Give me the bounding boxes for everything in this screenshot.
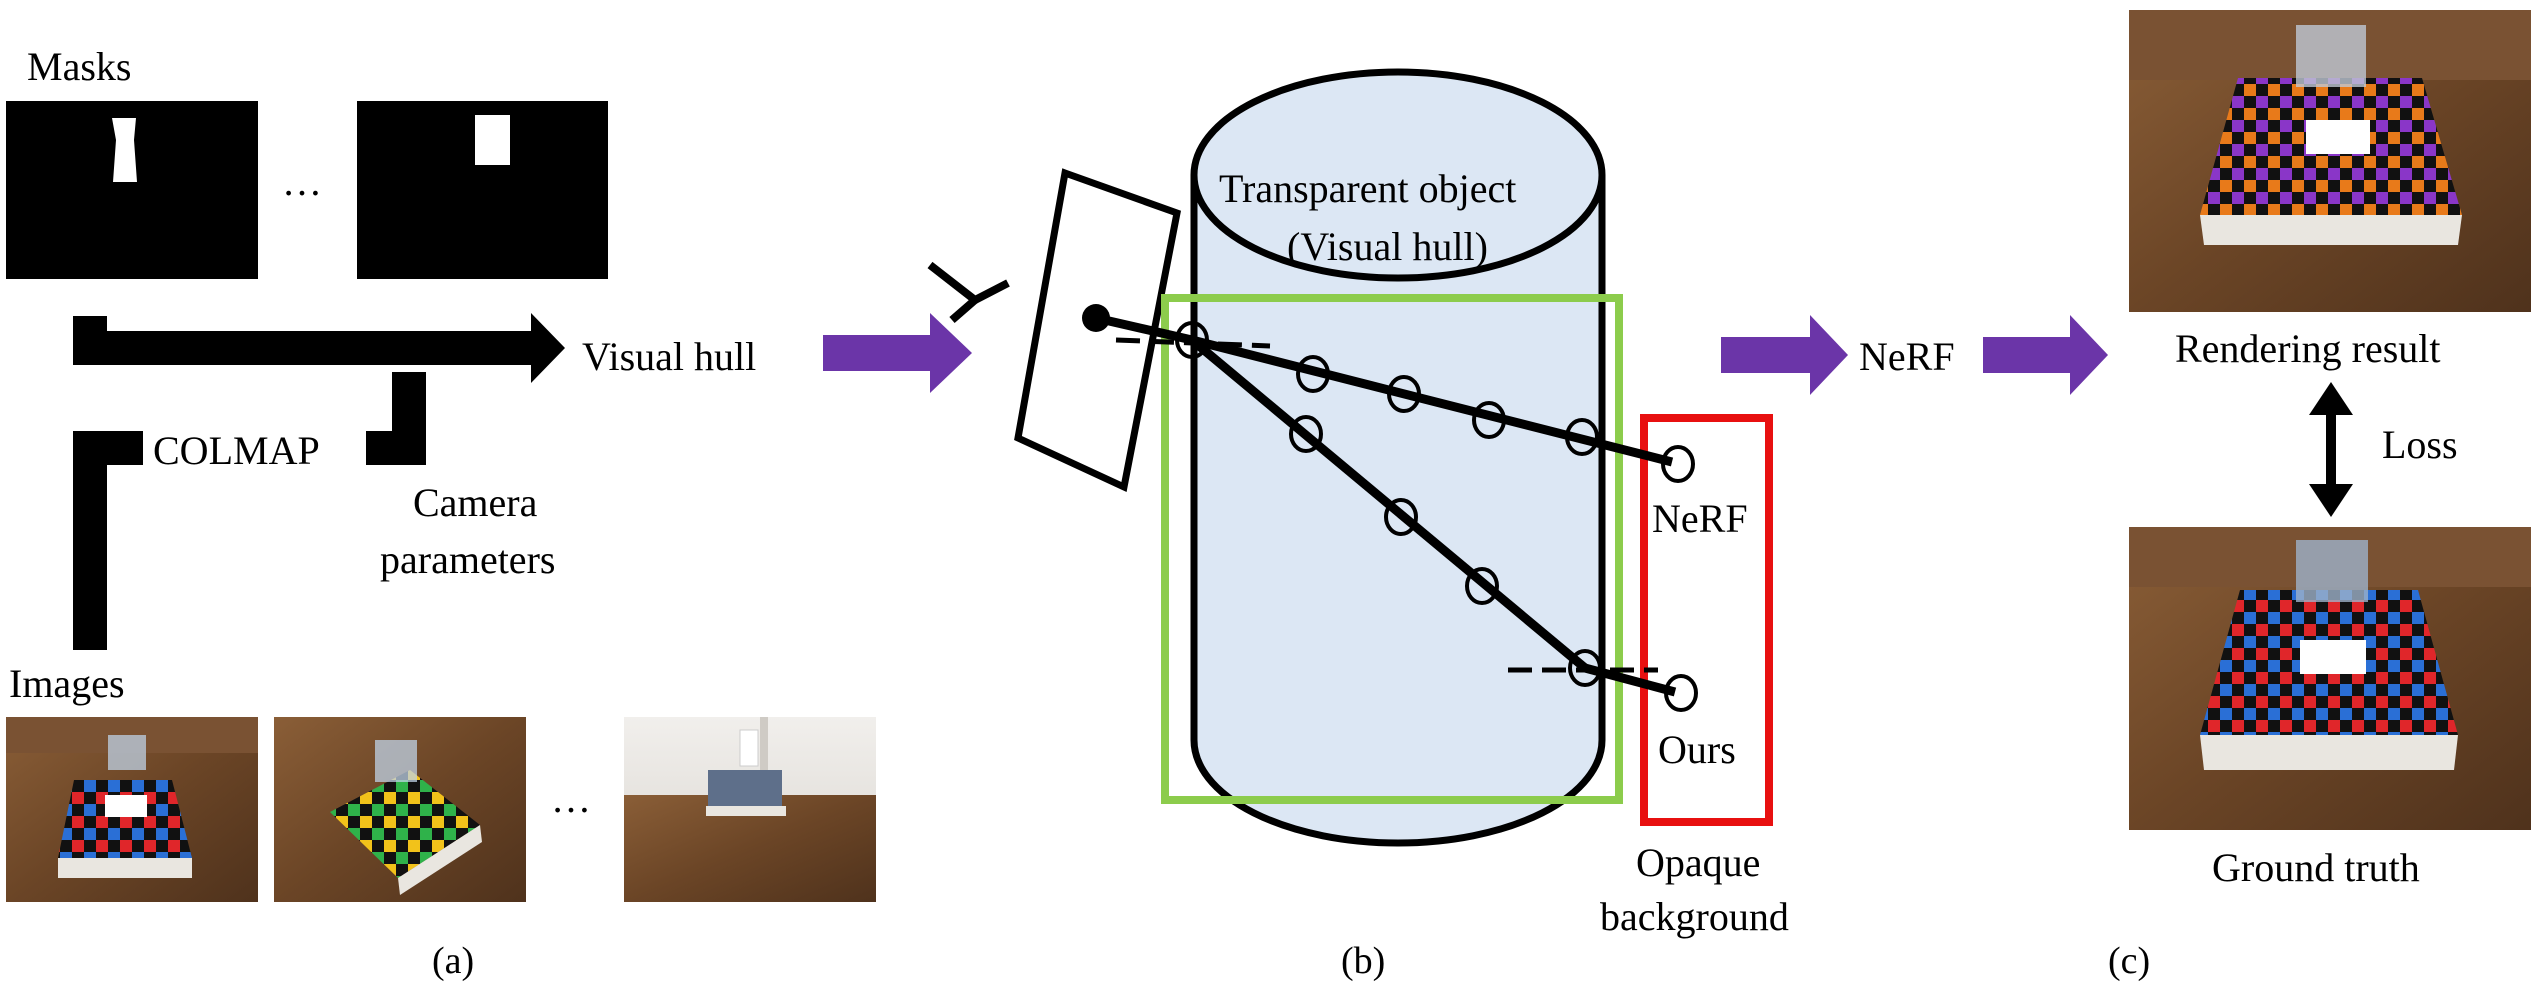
b-nerf-label: NeRF [1652,496,1748,541]
b-ours-label: Ours [1658,727,1736,772]
loss-label: Loss [2382,422,2458,467]
panel-c: Rendering result Loss Ground truth (c) [2108,10,2531,982]
colmap-connectors [73,372,426,650]
rendering-result-label: Rendering result [2175,326,2441,371]
rendering-result-photo [2129,10,2531,312]
panel-a: Masks … Visual hull COLMAP Camera parame [6,44,876,982]
background-label-line2: background [1600,894,1789,939]
masks-to-hull-arrow [73,313,565,383]
ground-truth-label: Ground truth [2212,845,2420,890]
caption-a: (a) [432,940,474,982]
camera-icon [927,168,1182,493]
loss-arrow [2309,382,2353,517]
input-photo-3 [624,717,876,902]
caption-b: (b) [1341,940,1385,982]
images-label: Images [9,661,125,706]
caption-c: (c) [2108,940,2150,982]
camera-params-line2: parameters [380,537,555,582]
middle-nerf-label: NeRF [1859,334,1955,379]
input-photo-1 [6,717,258,902]
colmap-label: COLMAP [153,428,320,473]
b-to-nerf-arrow [1721,315,1848,395]
images-ellipsis: … [551,776,591,821]
sample-points [1175,321,1698,712]
masks-ellipsis: … [282,159,322,204]
input-photo-2 [274,717,526,902]
object-label-line1: Transparent object [1219,166,1516,211]
masks-label: Masks [27,44,131,89]
camera-params-line1: Camera [413,480,538,525]
mask-image-2 [357,101,608,279]
nerf-to-c-arrow [1983,315,2108,395]
mask-image-1 [6,101,258,279]
panel-b: Transparent object (Visual hull) [927,68,1789,982]
hull-to-b-arrow [823,313,972,393]
green-region-box [1161,294,1623,804]
object-label-line2: (Visual hull) [1287,224,1488,269]
visual-hull-label: Visual hull [582,334,756,379]
background-label-line1: Opaque [1636,840,1760,885]
red-background-box [1640,414,1773,826]
ground-truth-photo [2129,527,2531,830]
